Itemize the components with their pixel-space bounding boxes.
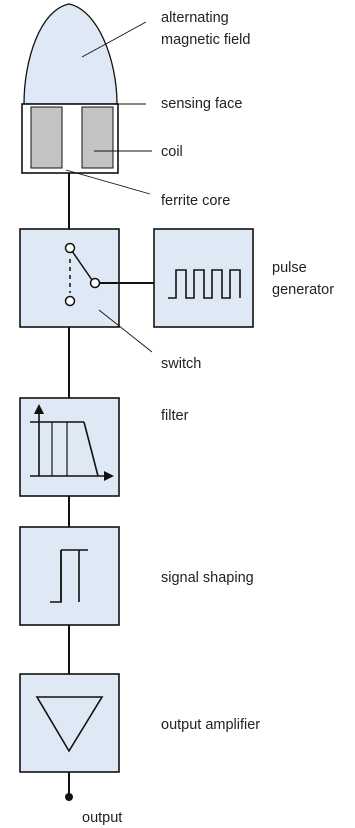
label-pulse-generator-line2: generator (272, 282, 334, 298)
signal-shaping-block (19, 526, 120, 626)
label-output: output (82, 810, 122, 826)
coil-right (81, 106, 114, 169)
leader-ferrite-core (65, 169, 151, 195)
label-coil: coil (161, 144, 183, 160)
leader-switch (98, 309, 153, 353)
triangle-amplifier-icon (35, 696, 104, 753)
filter-block (19, 397, 120, 497)
label-ferrite-core: ferrite core (161, 193, 230, 209)
square-wave-icon (168, 269, 241, 299)
label-sensing-face: sensing face (161, 96, 242, 112)
label-magnetic-field-line2: magnetic field (161, 32, 250, 48)
lowpass-filter-icon (30, 404, 114, 481)
label-pulse-generator-line1: pulse (272, 260, 307, 276)
magnetic-field-dome (23, 3, 118, 105)
output-terminal (65, 793, 73, 801)
label-output-amplifier: output amplifier (161, 717, 260, 733)
output-amplifier-block (19, 673, 120, 773)
coil-left (30, 106, 63, 169)
label-signal-shaping: signal shaping (161, 570, 254, 586)
label-switch: switch (161, 356, 201, 372)
leader-magnetic-field (81, 21, 147, 58)
switch-symbol-icon (64, 242, 101, 307)
label-filter: filter (161, 408, 189, 424)
label-magnetic-field-line1: alternating (161, 10, 229, 26)
